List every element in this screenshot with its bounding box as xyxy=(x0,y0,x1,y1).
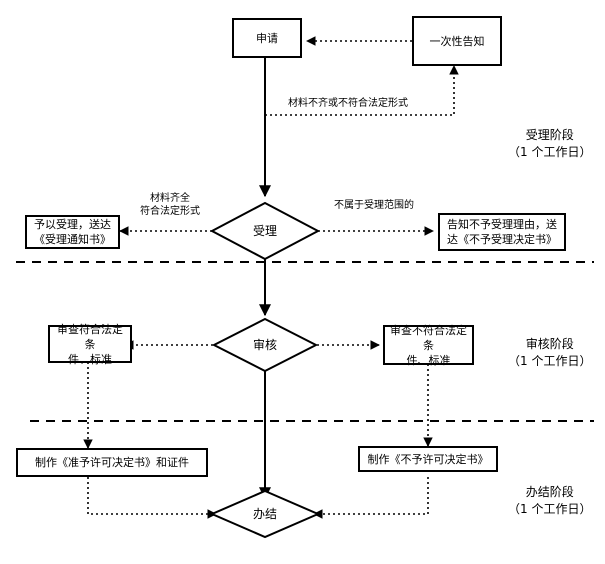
stage-label-acceptance-duration: （1 个工作日） xyxy=(508,145,592,159)
node-accept-yes-line1: 予以受理，送达 xyxy=(34,218,111,231)
stage-label-review-duration: （1 个工作日） xyxy=(508,354,592,368)
node-one-time-notice[interactable]: 一次性告知 xyxy=(412,16,502,66)
stage-label-review-name: 审核阶段 xyxy=(525,337,574,351)
node-accept[interactable]: 受理 xyxy=(237,222,293,240)
node-accept-no-line1: 告知不予受理理由，送 xyxy=(447,218,557,231)
node-make-reject[interactable]: 制作《不予许可决定书》 xyxy=(358,446,498,472)
diamond-review xyxy=(211,317,319,373)
edge-make-reject-to-finish xyxy=(313,477,429,519)
node-finish-label: 办结 xyxy=(252,507,277,521)
stage-label-completion: 办结阶段 （1 个工作日） xyxy=(508,484,591,518)
node-apply-label: 申请 xyxy=(256,31,278,45)
stage-label-acceptance-name: 受理阶段 xyxy=(525,128,574,142)
node-accept-no[interactable]: 告知不予受理理由，送 达《不予受理决定书》 xyxy=(438,213,566,251)
stage-label-completion-duration: （1 个工作日） xyxy=(508,502,592,516)
node-one-time-notice-label: 一次性告知 xyxy=(429,34,485,48)
node-make-permit[interactable]: 制作《准予许可决定书》和证件 xyxy=(16,448,208,477)
node-apply[interactable]: 申请 xyxy=(232,18,302,58)
node-review-pass-line1: 审查符合法定条 xyxy=(57,322,123,351)
edge-label-materials-incomplete: 材料不齐或不符合法定形式 xyxy=(288,97,408,110)
stage-label-acceptance: 受理阶段 （1 个工作日） xyxy=(508,127,591,161)
edge-accept-to-one-time-notice xyxy=(265,65,459,116)
diamond-accept xyxy=(209,201,321,261)
edge-label-materials-complete: 材料齐全 符合法定形式 xyxy=(140,192,200,218)
diamond-finish xyxy=(209,489,321,539)
node-accept-label: 受理 xyxy=(252,224,277,238)
node-review-label: 审核 xyxy=(252,338,277,352)
stage-label-completion-name: 办结阶段 xyxy=(525,485,574,499)
node-review-fail-line1: 审查不符合法定条 xyxy=(390,323,467,352)
edge-label-materials-complete-line2: 符合法定形式 xyxy=(140,206,200,217)
node-accept-yes-line2: 《受理通知书》 xyxy=(34,233,111,246)
node-review-fail-line2: 件、标准 xyxy=(406,353,451,367)
node-make-reject-label: 制作《不予许可决定书》 xyxy=(367,452,489,466)
edge-label-materials-complete-line1: 材料齐全 xyxy=(150,193,190,204)
node-review[interactable]: 审核 xyxy=(237,336,293,354)
node-accept-yes[interactable]: 予以受理，送达 《受理通知书》 xyxy=(25,215,120,249)
edge-label-out-of-scope-text: 不属于受理范围的 xyxy=(334,200,414,211)
edge-make-permit-to-finish xyxy=(87,477,217,519)
node-review-pass[interactable]: 审查符合法定条 件、标准 xyxy=(48,322,132,366)
node-accept-no-line2: 达《不予受理决定书》 xyxy=(447,233,557,246)
node-review-pass-line2: 件、标准 xyxy=(68,352,112,366)
edge-label-out-of-scope: 不属于受理范围的 xyxy=(334,199,414,212)
node-make-permit-label: 制作《准予许可决定书》和证件 xyxy=(35,456,189,469)
edge-label-materials-incomplete-text: 材料不齐或不符合法定形式 xyxy=(288,98,408,109)
node-finish[interactable]: 办结 xyxy=(237,505,293,523)
stage-label-review: 审核阶段 （1 个工作日） xyxy=(508,336,591,370)
node-review-fail[interactable]: 审查不符合法定条 件、标准 xyxy=(383,323,474,367)
